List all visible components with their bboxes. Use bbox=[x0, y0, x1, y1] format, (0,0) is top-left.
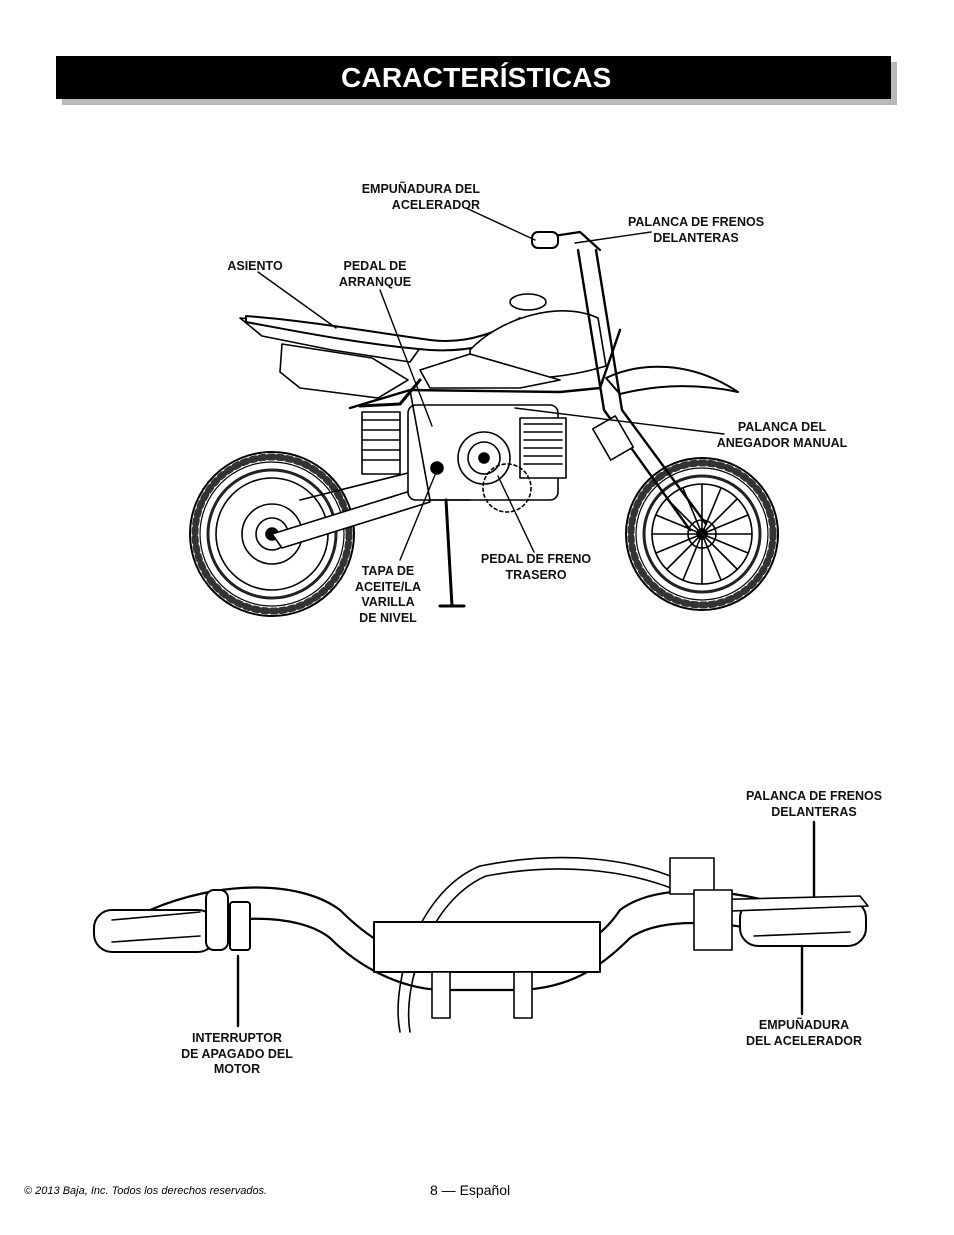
handlebar-callout-lines bbox=[236, 820, 816, 1028]
footer-copyright: © 2013 Baja, Inc. Todos los derechos res… bbox=[24, 1185, 268, 1197]
handlebar-illustration bbox=[93, 856, 869, 1033]
label-seat: ASIENTO bbox=[227, 259, 283, 273]
header-bar: CARACTERÍSTICAS bbox=[56, 56, 891, 99]
label-rear-brake-pedal: PEDAL DE FRENO TRASERO bbox=[480, 552, 592, 582]
label-choke-lever: PALANCA DEL ANEGADOR MANUAL bbox=[716, 420, 848, 450]
label-kick-starter: PEDAL DE ARRANQUE bbox=[338, 259, 412, 289]
engine bbox=[407, 404, 567, 501]
page-title: CARACTERÍSTICAS bbox=[341, 62, 612, 93]
label-throttle-grip: EMPUÑADURA DEL ACELERADOR bbox=[361, 182, 480, 212]
label-handlebar-front-brake-lever: PALANCA DE FRENOS DELANTERAS bbox=[745, 789, 883, 819]
front-wheel bbox=[625, 457, 779, 611]
callout-lines bbox=[257, 207, 725, 561]
label-handlebar-throttle-grip: EMPUÑADURA DEL ACELERADOR bbox=[746, 1018, 862, 1048]
label-oil-cap-dipstick: TAPA DE ACEITE/LA VARILLA DE NIVEL bbox=[355, 564, 421, 625]
footer-page-number: 8 — Español bbox=[430, 1182, 511, 1198]
label-front-brake-lever: PALANCA DE FRENOS DELANTERAS bbox=[627, 215, 765, 245]
label-kill-switch: INTERRUPTOR DE APAGADO DEL MOTOR bbox=[181, 1031, 293, 1076]
